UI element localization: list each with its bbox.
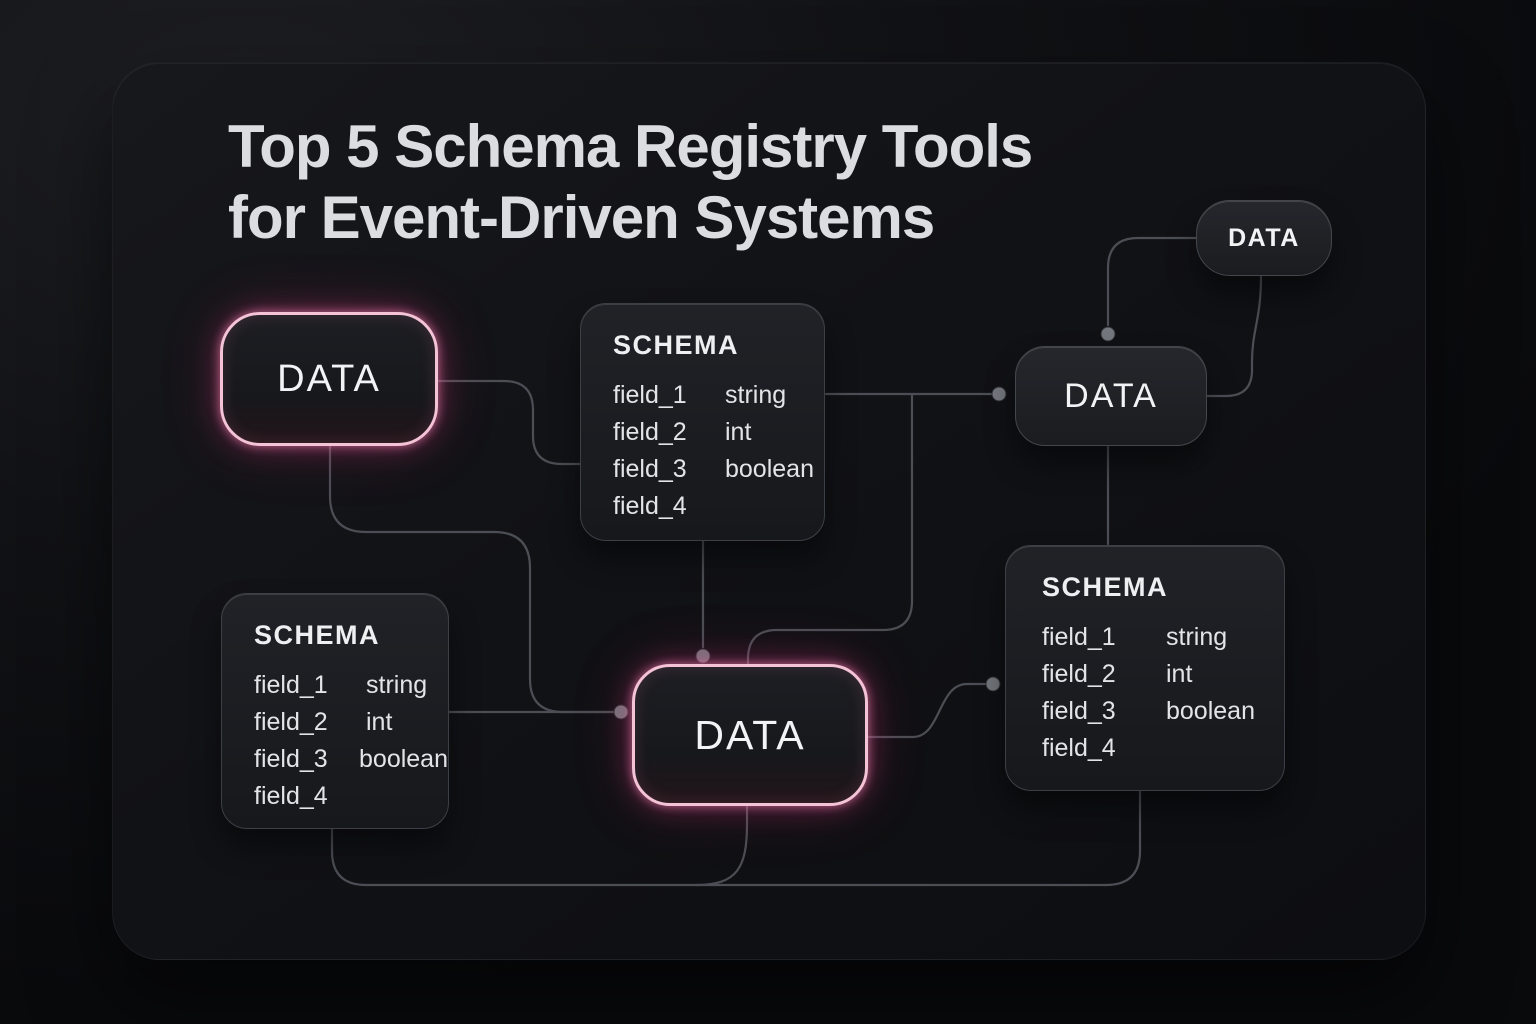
- data-node-top-left: DATA: [220, 312, 438, 446]
- schema-field-row: field_2 int: [254, 704, 448, 741]
- schema-title: SCHEMA: [1042, 572, 1169, 602]
- field-name: field_2: [254, 708, 328, 736]
- page-title: Top 5 Schema Registry Tools for Event-Dr…: [228, 112, 1033, 254]
- field-type: int: [725, 418, 752, 446]
- schema-field-row: field_1 string: [613, 377, 824, 414]
- schema-field-row: field_4: [254, 778, 448, 815]
- field-type: boolean: [359, 745, 448, 773]
- field-type: string: [725, 381, 787, 409]
- data-node-bottom-center: DATA: [632, 664, 868, 806]
- field-name: field_1: [254, 671, 328, 699]
- schema-field-row: field_2 int: [613, 414, 824, 451]
- schema-node-bottom-right: SCHEMA field_1 string field_2 int field_…: [1005, 545, 1285, 791]
- schema-field-row: field_3 boolean: [1042, 693, 1284, 730]
- schema-field-row: field_1 string: [254, 667, 448, 704]
- data-node-top-right-small: DATA: [1196, 200, 1332, 276]
- field-type: int: [366, 708, 393, 736]
- schema-field-row: field_3 boolean: [254, 741, 448, 778]
- data-node-label: DATA: [1228, 223, 1300, 252]
- field-name: field_2: [613, 418, 687, 446]
- field-name: field_4: [1042, 734, 1116, 762]
- field-type: boolean: [725, 455, 814, 483]
- schema-node-top-center: SCHEMA field_1 string field_2 int field_…: [580, 303, 825, 541]
- schema-node-bottom-left: SCHEMA field_1 string field_2 int field_…: [221, 593, 449, 829]
- title-line-2: for Event-Driven Systems: [228, 183, 935, 251]
- field-name: field_1: [613, 381, 687, 409]
- schema-field-row: field_4: [1042, 730, 1284, 767]
- schema-field-row: field_1 string: [1042, 619, 1284, 656]
- field-name: field_1: [1042, 623, 1116, 651]
- field-type: string: [366, 671, 428, 699]
- field-name: field_4: [613, 492, 687, 520]
- field-name: field_3: [613, 455, 687, 483]
- field-type: boolean: [1166, 697, 1255, 725]
- field-name: field_2: [1042, 660, 1116, 688]
- field-name: field_4: [254, 782, 328, 810]
- data-node-label: DATA: [694, 711, 806, 758]
- schema-field-row: field_3 boolean: [613, 451, 824, 488]
- data-node-right-middle: DATA: [1015, 346, 1207, 446]
- field-name: field_3: [254, 745, 328, 773]
- title-line-1: Top 5 Schema Registry Tools: [228, 113, 1033, 180]
- data-node-label: DATA: [1064, 376, 1158, 415]
- schema-title: SCHEMA: [254, 620, 381, 650]
- data-node-label: DATA: [277, 357, 381, 400]
- field-type: int: [1166, 660, 1193, 688]
- schema-field-row: field_4: [613, 488, 824, 525]
- schema-title: SCHEMA: [613, 330, 740, 360]
- field-name: field_3: [1042, 697, 1116, 725]
- field-type: string: [1166, 623, 1228, 651]
- schema-field-row: field_2 int: [1042, 656, 1284, 693]
